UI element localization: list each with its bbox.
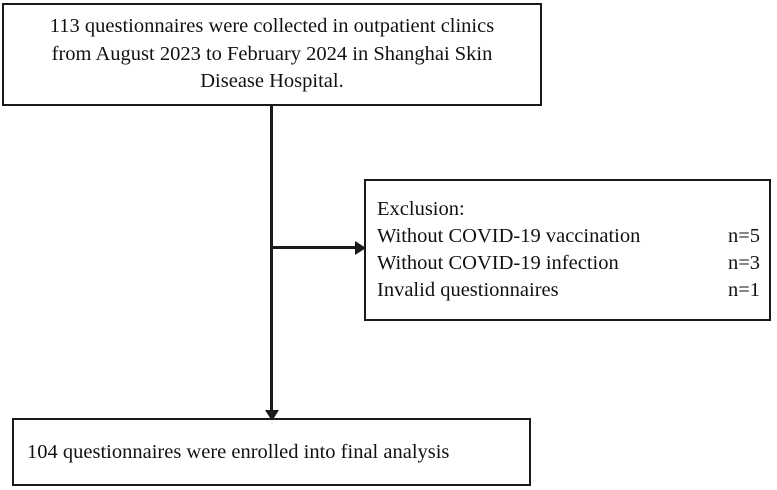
final-arrowhead-icon bbox=[264, 410, 279, 421]
exclusion-item-2-count: n=3 bbox=[727, 252, 760, 274]
enrollment-line-2: from August 2023 to February 2024 in Sha… bbox=[51, 42, 493, 65]
exclusion-item-1: Without COVID-19 vaccination n=5 bbox=[377, 223, 760, 250]
main-stem-connector bbox=[270, 105, 273, 413]
exclusion-item-1-count: n=5 bbox=[727, 225, 760, 247]
final-analysis-label: 104 questionnaires were enrolled into fi… bbox=[27, 441, 450, 463]
enrollment-line-1: 113 questionnaires were collected in out… bbox=[49, 15, 495, 38]
exclusion-arrowhead-icon bbox=[355, 240, 366, 255]
exclusion-item-2-reason: Without COVID-19 infection bbox=[377, 252, 619, 274]
final-analysis-box: 104 questionnaires were enrolled into fi… bbox=[12, 418, 531, 486]
exclusion-box: Exclusion: Without COVID-19 vaccination … bbox=[364, 179, 771, 321]
enrollment-box: 113 questionnaires were collected in out… bbox=[2, 3, 542, 106]
exclusion-item-3-count: n=1 bbox=[727, 279, 760, 301]
exclusion-item-1-reason: Without COVID-19 vaccination bbox=[377, 225, 641, 247]
exclusion-item-2: Without COVID-19 infection n=3 bbox=[377, 250, 760, 277]
exclusion-heading-label: Exclusion: bbox=[377, 198, 465, 220]
exclusion-branch-connector bbox=[270, 246, 357, 249]
exclusion-item-3-reason: Invalid questionnaires bbox=[377, 279, 559, 301]
enrollment-line-3: Disease Hospital. bbox=[200, 70, 344, 93]
exclusion-heading: Exclusion: bbox=[377, 196, 760, 223]
exclusion-item-3: Invalid questionnaires n=1 bbox=[377, 277, 760, 304]
